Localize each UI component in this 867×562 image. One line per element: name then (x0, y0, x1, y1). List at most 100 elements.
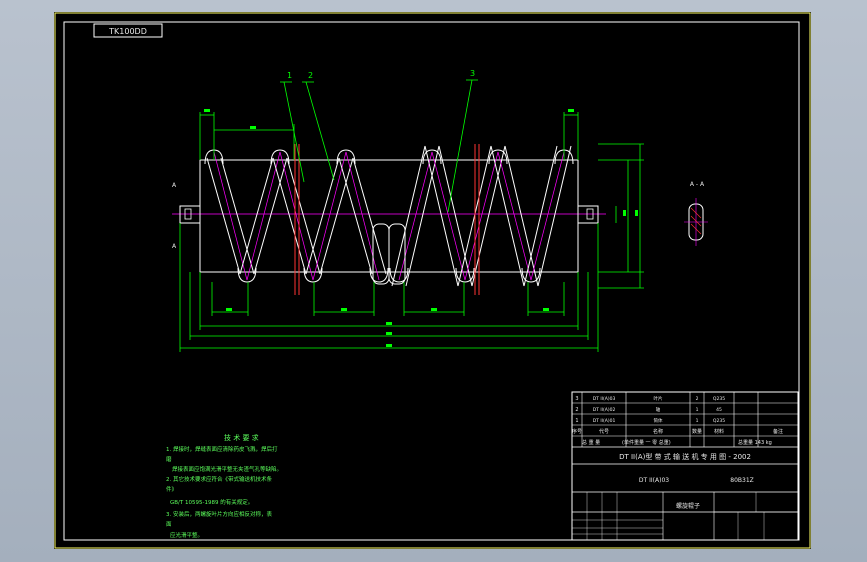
flight-edge (490, 145, 525, 287)
flight-edge (523, 145, 558, 287)
note-line: 应光滑平整。 (170, 531, 203, 539)
flight-edge (391, 145, 426, 287)
flight-edge (345, 151, 380, 281)
flight-edge (405, 145, 440, 287)
flight-edge (530, 151, 565, 281)
header-no: 序号 (572, 428, 582, 435)
flight-crest (521, 267, 541, 283)
header-qty: 数量 (692, 428, 702, 435)
parts-row-qty: 2 (696, 396, 699, 402)
flight-edge (471, 145, 506, 287)
flight-edge (504, 145, 539, 287)
dimension-ticks (204, 109, 638, 347)
flight-edge (305, 157, 340, 275)
inner-border (63, 21, 800, 541)
parts-row-material: Q235 (713, 396, 725, 402)
notes-heading: 技 术 要 求 (224, 433, 259, 442)
parts-row-qty: 1 (696, 407, 699, 413)
info-weight-total: 总重量 143 kg (738, 439, 772, 446)
flight-edge (537, 145, 572, 287)
corner-code: TK100DD (108, 27, 147, 36)
section-title: A - A (690, 181, 705, 188)
cad-drawing: TK100DD (54, 12, 811, 549)
flight-crest (237, 267, 257, 283)
flight-edge (338, 157, 373, 275)
part-code: 80B31Z (730, 477, 754, 484)
note-line: GB/T 10595-1989 的有关规定。 (170, 498, 253, 506)
shaft-end-right (577, 205, 599, 224)
technical-notes: 技 术 要 求 1. 焊接时，焊缝表面应清除药皮飞溅，焊后打 磨 焊接表面应饱满… (166, 433, 282, 539)
flight-edge (431, 151, 466, 281)
drawing-sheet[interactable]: TK100DD (54, 12, 811, 549)
header-note: 备注 (773, 428, 783, 435)
flight-crest (455, 267, 475, 283)
note-line: 面 (166, 521, 172, 528)
flight-edge (279, 151, 314, 281)
part-label-1: 1 (287, 71, 292, 80)
parts-row-qty: 1 (696, 418, 699, 424)
flight-edge (398, 151, 433, 281)
parts-row-material: 45 (716, 407, 722, 413)
series-title: DT II(A)型 带 式 输 送 机 专 用 图 - 2002 (619, 452, 751, 461)
header-name: 名称 (653, 428, 663, 435)
flight-edge (497, 151, 532, 281)
weld-marks (294, 144, 480, 295)
center-coupling (388, 223, 406, 285)
flight-edge (319, 157, 354, 275)
info-weight-desc: (单件重量 一 零 总重) (622, 439, 671, 446)
header-code: 代号 (599, 428, 609, 435)
section-aa-view (684, 198, 708, 246)
note-line: 3. 安装后，两螺旋叶片方向应相反对称，表 (166, 510, 272, 518)
note-line: 2. 其它技术要求应符合《带式输送机技术条 (166, 475, 272, 483)
shaft-key-right (586, 208, 594, 220)
drawing-number: DT II(A)03 (639, 477, 669, 484)
flight-edge (272, 157, 307, 275)
parts-row-no: 3 (575, 396, 578, 402)
parts-row-name: 轴 (656, 406, 661, 413)
flight-edge (239, 157, 274, 275)
note-line: 件》 (166, 485, 177, 493)
flight-crest (369, 267, 389, 283)
spiral-flight (204, 145, 574, 287)
flight-edge (206, 157, 241, 275)
shaft-key-left (184, 208, 192, 220)
center-coupling (372, 223, 390, 285)
flight-crest (488, 149, 508, 165)
parts-row-name: 筒体 (654, 417, 663, 424)
outer-border (54, 12, 811, 549)
flight-crest (422, 149, 442, 165)
note-line: 磨 (166, 455, 172, 463)
parts-row-no: 2 (575, 407, 578, 413)
flight-edge (352, 157, 387, 275)
flight-crest (336, 149, 356, 165)
header-material: 材料 (714, 428, 724, 435)
parts-row-no: 1 (575, 418, 578, 424)
flight-edge (424, 145, 459, 287)
info-weight-label: 总 重 量 (582, 439, 600, 446)
note-line: 焊接表面应饱满光滑平整无夹渣气孔等缺陷。 (172, 465, 282, 473)
dimension-lines (179, 79, 644, 352)
flight-edge (220, 157, 255, 275)
corner-code-box (93, 23, 163, 38)
part-label-2: 2 (308, 71, 313, 80)
part-name: 螺旋辊子 (676, 502, 700, 510)
parts-row-code: DT II(A)02 (593, 407, 616, 413)
flight-crest (270, 149, 290, 165)
parts-row-material: Q235 (713, 418, 725, 424)
parts-row-code: DT II(A)01 (593, 418, 616, 424)
flight-edge (213, 151, 248, 281)
flight-edge (312, 151, 347, 281)
title-block (571, 391, 799, 541)
flight-edge (438, 145, 473, 287)
parts-row-name: 叶片 (654, 395, 663, 402)
flight-edge (246, 151, 281, 281)
flight-edge (286, 157, 321, 275)
flight-edge (253, 157, 288, 275)
section-mark-top: A (172, 182, 177, 189)
flight-crest (389, 267, 409, 283)
flight-crest (303, 267, 323, 283)
flight-edge (464, 151, 499, 281)
parts-row-code: DT II(A)03 (593, 396, 616, 402)
